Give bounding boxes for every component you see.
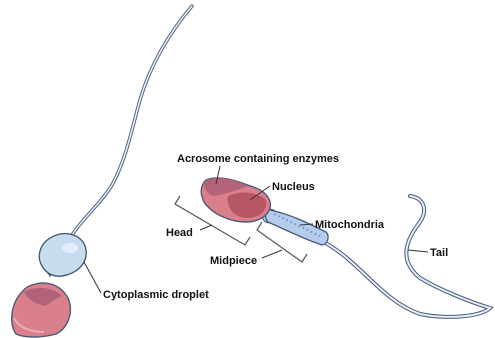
cytoplasmic-droplet-label: Cytoplasmic droplet bbox=[103, 289, 209, 301]
left-sperm bbox=[12, 6, 192, 337]
left-sperm-tail bbox=[68, 6, 192, 242]
tail-label: Tail bbox=[430, 247, 448, 259]
head-leader bbox=[200, 225, 212, 230]
tail-leader bbox=[408, 250, 428, 252]
droplet-leader bbox=[84, 262, 101, 293]
midpiece-leader bbox=[262, 250, 282, 258]
acrosome-label: Acrosome containing enzymes bbox=[177, 153, 339, 165]
mitochondria-label: Mitochondria bbox=[315, 219, 385, 231]
midpiece-label: Midpiece bbox=[210, 255, 257, 267]
cytoplasmic-droplet bbox=[39, 234, 86, 276]
head-label: Head bbox=[166, 227, 193, 239]
nucleus-label: Nucleus bbox=[272, 181, 315, 193]
